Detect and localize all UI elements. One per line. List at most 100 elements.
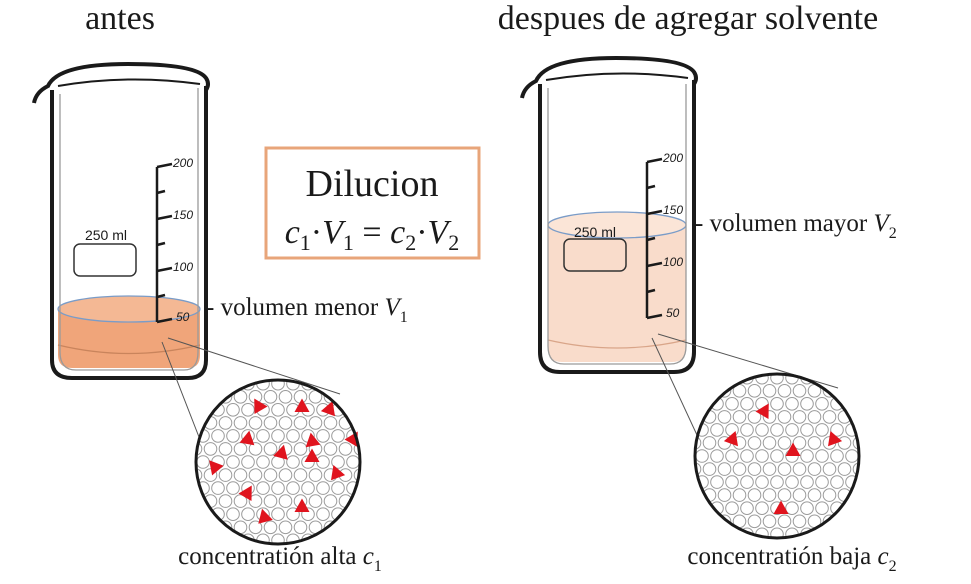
solvent-particle [830, 475, 844, 489]
solvent-particle [263, 494, 278, 508]
solvent-particle [822, 488, 837, 502]
solvent-particle [800, 397, 814, 411]
solvent-particle [770, 475, 784, 489]
volume-label-right: - volumen mayor V2 [695, 210, 897, 242]
beaker-left-label-patch [73, 243, 137, 277]
solvent-particle [218, 416, 233, 430]
solvent-particle [241, 455, 255, 469]
solvent-particle [263, 520, 278, 535]
beaker-left-outline [50, 86, 208, 380]
solvent-particle [323, 416, 338, 430]
solvent-particle [770, 374, 784, 385]
solvent-particle [762, 436, 777, 450]
solvent-particle [248, 494, 263, 508]
solvent-particle [740, 449, 754, 463]
solvent-particle [725, 475, 739, 489]
solvent-particle [717, 462, 732, 476]
solvent-particle [822, 410, 837, 424]
heading-after: despues de agregar solvente [498, 0, 878, 37]
solvent-particle [248, 416, 263, 430]
solvent-particle [695, 436, 702, 450]
volume-label-left: - volumen menor V1 [206, 294, 408, 326]
solvent-particle [785, 397, 799, 411]
solvent-particle [852, 436, 859, 450]
solvent-particle [316, 429, 330, 443]
solvent-particle [747, 410, 762, 424]
solvent-particle [278, 520, 293, 535]
solvent-particle [233, 494, 248, 508]
solvent-particle [710, 449, 724, 463]
solvent-particle [286, 481, 300, 495]
volume-left-text: volumen menor [221, 294, 379, 321]
solvent-particle [792, 384, 807, 398]
solvent-particle [271, 429, 285, 443]
solvent-particle [331, 481, 345, 495]
solvent-particle [770, 449, 784, 463]
solvent-particle [263, 442, 278, 456]
solvent-particle [762, 462, 777, 476]
solvent-particle [740, 501, 754, 516]
solvent-particle [755, 475, 769, 489]
volume-right-text: volumen mayor [710, 210, 868, 237]
solvent-particle [785, 423, 799, 437]
beaker-left: 250 ml 200 150 100 50 [32, 61, 210, 380]
solvent-particle [807, 462, 822, 476]
solvent-particle [852, 462, 859, 476]
solvent-particle [710, 423, 724, 437]
solvent-particle [725, 449, 739, 463]
solvent-particle [800, 423, 814, 437]
solute-particle [773, 500, 789, 514]
solute-particle [304, 448, 320, 462]
solvent-particle [777, 514, 792, 529]
beaker-left-scale [155, 162, 173, 324]
solvent-particle [732, 488, 747, 502]
solvent-particle [218, 442, 233, 456]
solute-particle [258, 508, 273, 524]
solvent-particle [226, 429, 240, 443]
solvent-particle [777, 436, 792, 450]
solvent-particle [770, 397, 784, 411]
solvent-particle [792, 410, 807, 424]
solvent-particle [800, 501, 814, 516]
solvent-particle [807, 488, 822, 502]
solvent-particle [263, 468, 278, 482]
solvent-particle [263, 416, 278, 430]
beaker-left-tick-50: 50 [176, 310, 190, 324]
solvent-particle [785, 501, 799, 516]
beaker-left-rim [32, 61, 210, 104]
solvent-particle [248, 520, 263, 535]
beaker-right: 250 ml 200 150 100 50 [520, 55, 698, 374]
solute-particle [331, 464, 346, 481]
solvent-particle [777, 488, 792, 502]
solvent-particle [792, 488, 807, 502]
beaker-left-capacity: 250 ml [85, 227, 127, 243]
solvent-particle [770, 527, 784, 538]
solvent-particle [747, 514, 762, 529]
beaker-right-tick-200: 200 [662, 151, 683, 165]
solvent-particle [762, 410, 777, 424]
concentration-label-right: concentratión baja c2 [687, 543, 896, 575]
solvent-particle [822, 462, 837, 476]
beaker-right-outline [538, 80, 696, 374]
solvent-particle [286, 429, 300, 443]
solvent-particle [293, 520, 308, 535]
solvent-particle [308, 416, 323, 430]
beaker-right-tick-50: 50 [666, 306, 680, 320]
solute-particle [320, 400, 335, 417]
solvent-particle [226, 403, 240, 417]
solvent-particle [286, 455, 300, 469]
beaker-left-tick-200: 200 [172, 156, 193, 170]
solvent-particle [755, 501, 769, 516]
solvent-particle [807, 436, 822, 450]
solvent-particle [747, 462, 762, 476]
solvent-particle [196, 442, 203, 456]
solvent-particle [196, 468, 203, 482]
solute-particle [723, 430, 738, 447]
solvent-particle [233, 468, 248, 482]
solvent-particle [792, 514, 807, 529]
solvent-particle [815, 423, 829, 437]
solute-particle [209, 460, 224, 476]
solvent-particle [241, 403, 255, 417]
solvent-particle [770, 423, 784, 437]
solvent-particle [777, 384, 792, 398]
